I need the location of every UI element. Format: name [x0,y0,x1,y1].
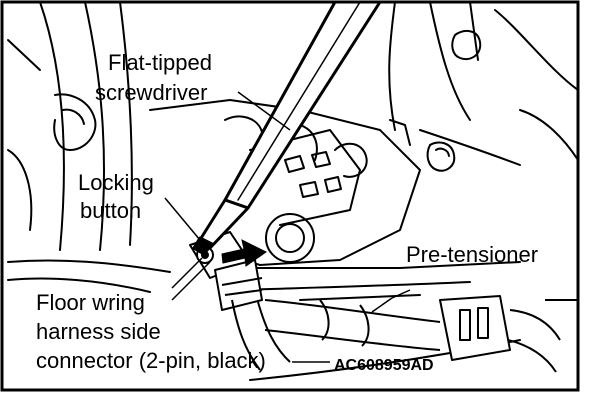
label-connector-line1: Floor wring [36,290,145,315]
label-screwdriver-line1: Flat-tipped [108,50,212,75]
label-locking-line2: button [80,198,141,223]
leader-lines [164,91,411,363]
label-pretensioner: Pre-tensioner [406,242,538,267]
label-connector-line2: harness side [36,319,161,344]
label-screwdriver-line2: screwdriver [95,80,207,105]
label-connector-line3: connector (2-pin, black) [36,348,266,373]
leader-connector-a [171,257,203,289]
leader-pretensioner-b [371,297,393,313]
leader-connector-b [171,261,211,301]
screwdriver [192,0,382,256]
leader-screwdriver [237,91,291,131]
label-locking-line1: Locking [78,170,154,195]
leader-locking-button [164,197,201,241]
figure-code: AC608959AD [334,357,434,374]
leader-pretensioner-a [391,289,411,299]
push-arrow [221,239,267,267]
pretensioner-body [264,295,578,373]
